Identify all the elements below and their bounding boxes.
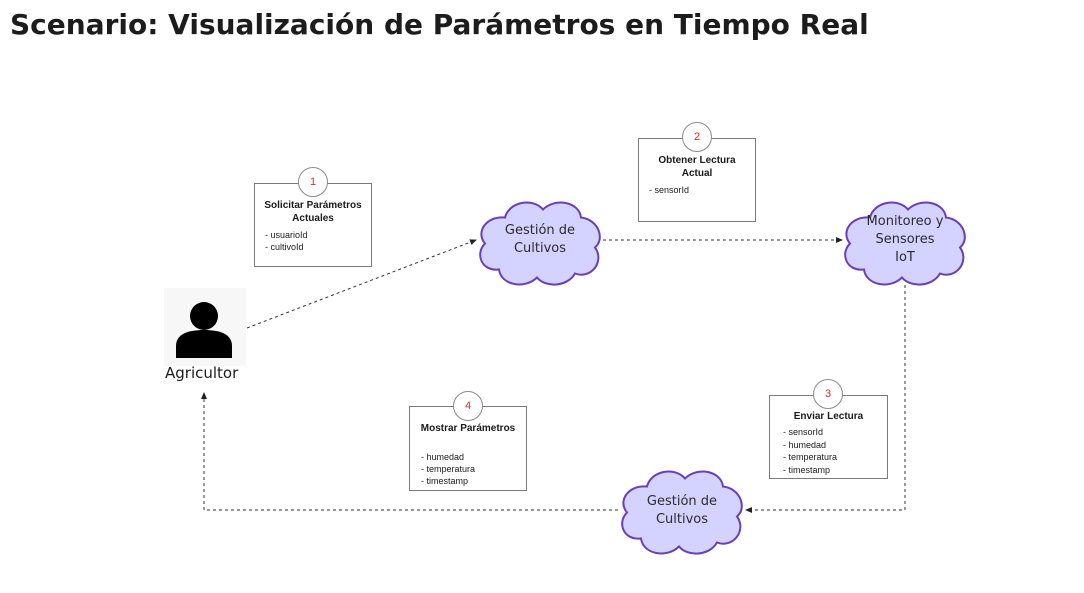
connector-gestion-bottom-to-actor xyxy=(201,392,618,511)
step-3-params: sensorId humedad temperatura timestamp xyxy=(770,426,887,476)
step-2-params: sensorId xyxy=(639,184,755,196)
cloud-label-line: Gestión de xyxy=(504,223,576,238)
step-4-number: 4 xyxy=(453,391,483,421)
step-title-line: Enviar Lectura xyxy=(793,411,864,422)
user-icon[interactable] xyxy=(164,288,246,366)
param-item: humedad xyxy=(421,451,526,463)
step-1-box[interactable]: Solicitar Parámetros Actuales usuarioId … xyxy=(254,183,372,267)
step-title-line: Mostrar Parámetros xyxy=(420,423,516,434)
step-3-title: Enviar Lectura xyxy=(770,410,887,423)
param-item: timestamp xyxy=(421,475,526,487)
step-3-number: 3 xyxy=(813,379,843,409)
page-title: Scenario: Visualización de Parámetros en… xyxy=(10,8,869,41)
step-title-line: Solicitar Parámetros xyxy=(264,200,362,211)
cloud-label-line: Monitoreo y xyxy=(866,214,944,229)
step-2-number: 2 xyxy=(682,122,712,152)
step-title-line: Actual xyxy=(681,168,713,179)
cloud-label-line: Sensores xyxy=(875,232,935,247)
step-1-title: Solicitar Parámetros Actuales xyxy=(255,199,371,225)
connector-actor-to-gestion xyxy=(246,239,477,329)
connector-iot-to-gestion-bottom xyxy=(745,285,906,513)
cloud-gestion-top-label: Gestión de Cultivos xyxy=(480,222,600,258)
param-item: humedad xyxy=(783,439,887,452)
param-item: usuarioId xyxy=(265,229,371,241)
param-item: temperatura xyxy=(421,463,526,475)
cloud-label-line: Cultivos xyxy=(655,512,709,527)
step-3-box[interactable]: Enviar Lectura sensorId humedad temperat… xyxy=(769,395,888,479)
param-item: sensorId xyxy=(783,426,887,439)
step-title-line: Obtener Lectura xyxy=(658,155,736,166)
param-item: sensorId xyxy=(649,184,755,196)
cloud-label-line: IoT xyxy=(895,250,915,265)
step-4-title: Mostrar Parámetros xyxy=(410,422,526,435)
step-2-title: Obtener Lectura Actual xyxy=(639,154,755,180)
step-1-params: usuarioId cultivoId xyxy=(255,229,371,253)
step-1-number: 1 xyxy=(298,167,328,197)
cloud-iot-label: Monitoreo y Sensores IoT xyxy=(845,213,965,267)
step-4-params: humedad temperatura timestamp xyxy=(410,451,526,487)
param-item: temperatura xyxy=(783,451,887,464)
param-item: cultivoId xyxy=(265,241,371,253)
cloud-gestion-bottom-label: Gestión de Cultivos xyxy=(622,493,742,529)
step-2-box[interactable]: Obtener Lectura Actual sensorId xyxy=(638,138,756,222)
cloud-label-line: Cultivos xyxy=(513,241,567,256)
cloud-label-line: Gestión de xyxy=(646,494,718,509)
actor-label: Agricultor xyxy=(165,364,239,382)
param-item: timestamp xyxy=(783,464,887,477)
step-title-line: Actuales xyxy=(292,213,334,224)
